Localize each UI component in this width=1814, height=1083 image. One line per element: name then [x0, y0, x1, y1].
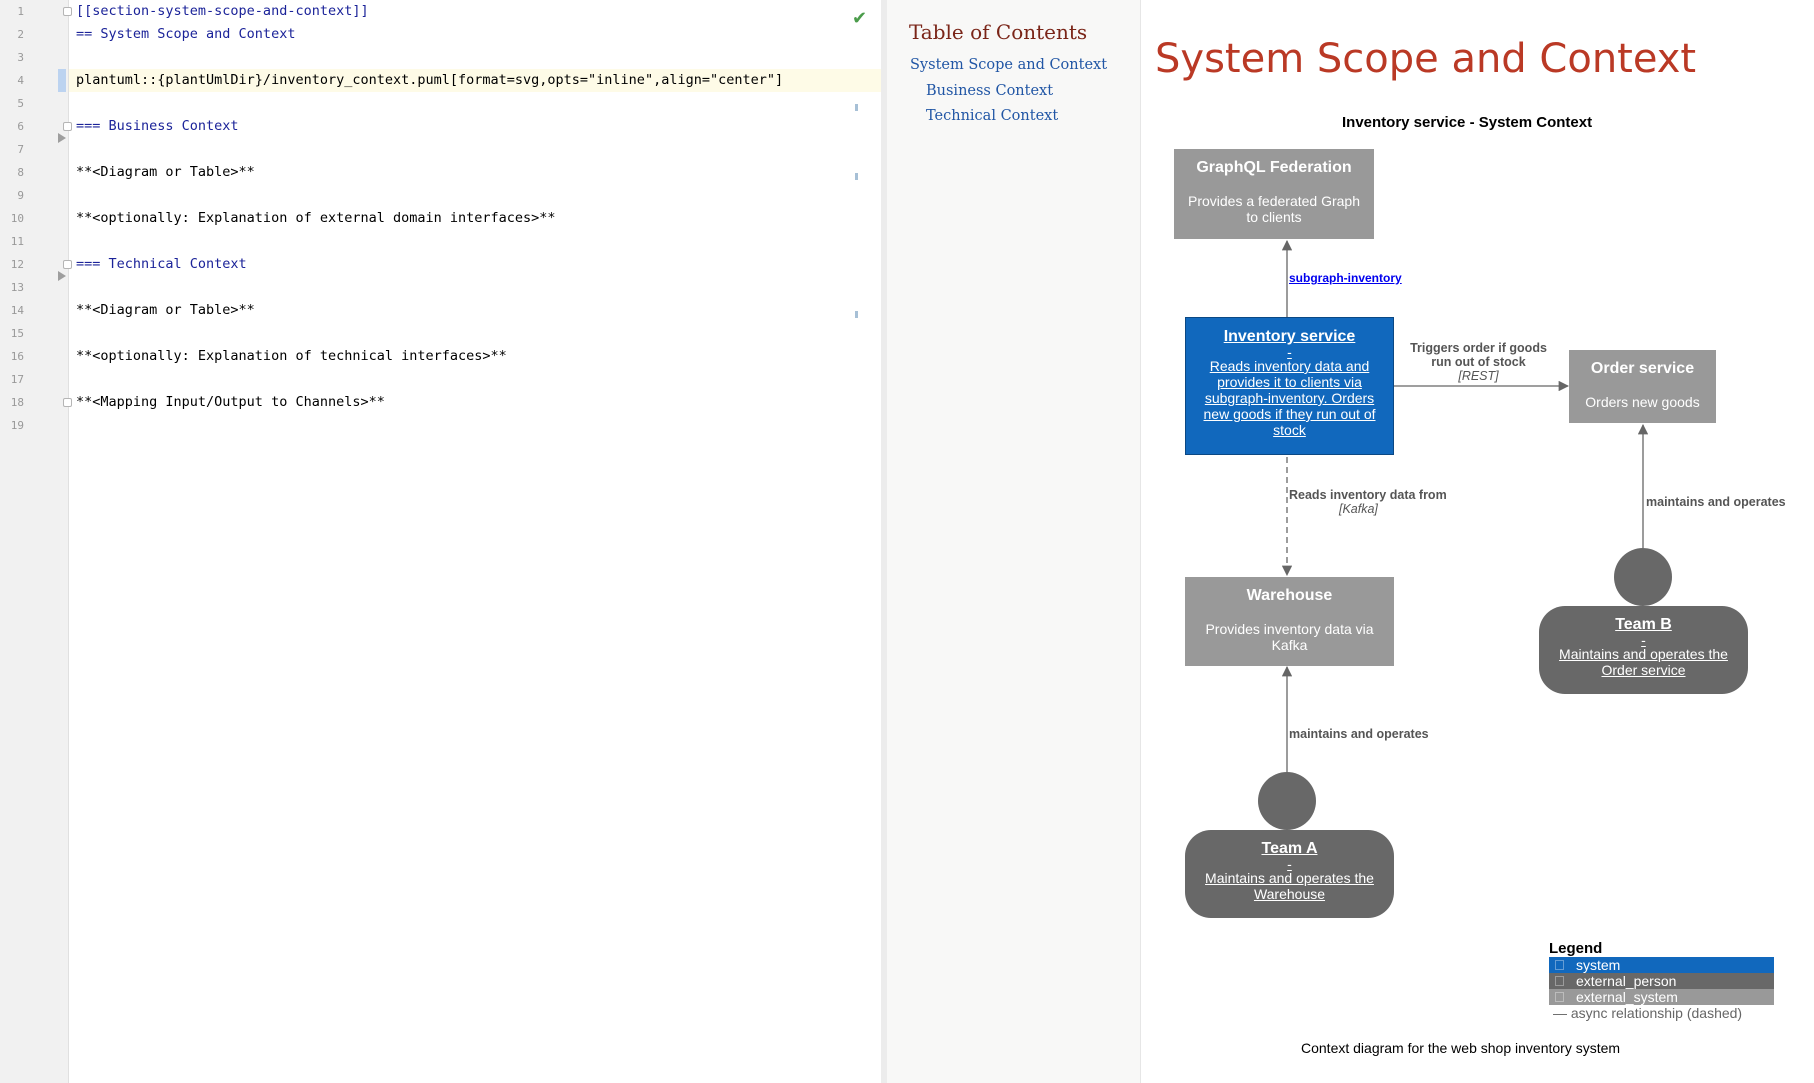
code-line[interactable]: plantuml::{plantUmlDir}/inventory_contex…: [76, 72, 784, 88]
inventory-sep: -: [1287, 344, 1292, 360]
person-head-icon: [1614, 548, 1672, 606]
person-head-icon: [1258, 772, 1316, 830]
rel-order-label: Triggers order if goods run out of stock…: [1406, 341, 1551, 383]
scroll-mark: [855, 311, 858, 318]
code-line[interactable]: === Technical Context: [76, 256, 247, 272]
team-a-title: Team A: [1261, 840, 1318, 857]
fold-arrow-icon[interactable]: [58, 271, 66, 281]
rel-teamb-label: maintains and operates: [1646, 495, 1786, 509]
line-number: 15: [10, 327, 24, 340]
line-number: 1: [17, 5, 24, 18]
line-number: 11: [10, 235, 24, 248]
diagram-caption: Context diagram for the web shop invento…: [1301, 1040, 1621, 1056]
code-line[interactable]: === Business Context: [76, 118, 239, 134]
line-number: 4: [17, 74, 24, 87]
team-a-box: Team A - Maintains and operates the Ware…: [1185, 830, 1394, 918]
fold-toggle-icon[interactable]: [63, 260, 72, 269]
line-number: 9: [17, 189, 24, 202]
code-line[interactable]: **<optionally: Explanation of external d…: [76, 210, 556, 226]
scroll-mark: [855, 173, 858, 180]
code-line[interactable]: **<Diagram or Table>**: [76, 302, 255, 318]
inventory-title: Inventory service: [1223, 328, 1356, 345]
diagram-arrows: [1281, 239, 1649, 773]
warehouse-title: Warehouse: [1246, 587, 1333, 604]
rel-teama-label: maintains and operates: [1289, 727, 1429, 741]
warehouse-box: Warehouse Provides inventory data via Ka…: [1185, 577, 1394, 666]
line-number: 18: [10, 396, 24, 409]
team-a-sep: -: [1287, 856, 1292, 872]
order-title: Order service: [1590, 360, 1695, 377]
line-number: 5: [17, 97, 24, 110]
splitter[interactable]: [881, 0, 887, 1083]
team-b-box: Team B - Maintains and operates the Orde…: [1539, 606, 1748, 694]
line-number: 17: [10, 373, 24, 386]
code-line[interactable]: **<Mapping Input/Output to Channels>**: [76, 394, 385, 410]
graphql-desc: Provides a federated Graph to clients: [1188, 193, 1360, 225]
code-line[interactable]: **<optionally: Explanation of technical …: [76, 348, 507, 364]
legend-external-person: external_person: [1549, 973, 1774, 989]
diagram-title: Inventory service - System Context: [1342, 114, 1593, 131]
inventory-service-box: Inventory service - Reads inventory data…: [1185, 317, 1394, 455]
toc-link-system-scope[interactable]: System Scope and Context: [910, 57, 1108, 73]
fold-toggle-icon[interactable]: [63, 398, 72, 407]
scroll-mark: [855, 104, 858, 111]
line-number: 7: [17, 143, 24, 156]
toc-title: Table of Contents: [909, 20, 1088, 44]
line-number: 10: [10, 212, 24, 225]
rel-kafka-tech: [Kafka]: [1339, 502, 1378, 516]
current-line-highlight: [69, 69, 881, 92]
team-b-desc: Maintains and operates the Order service: [1559, 646, 1728, 678]
fold-arrow-icon[interactable]: [58, 133, 66, 143]
legend-system: system: [1549, 957, 1774, 973]
legend-async: — async relationship (dashed): [1553, 1005, 1743, 1021]
line-number: 2: [17, 28, 24, 41]
page-title: System Scope and Context: [1155, 36, 1697, 82]
caret-marker: [58, 69, 66, 92]
rel-order-tech: [REST]: [1458, 369, 1499, 383]
graphql-federation-box: GraphQL Federation Provides a federated …: [1174, 149, 1374, 239]
subgraph-inventory-link[interactable]: subgraph-inventory: [1289, 271, 1402, 285]
line-number: 3: [17, 51, 24, 64]
line-number: 14: [10, 304, 24, 317]
rel-order-text: Triggers order if goods run out of stock: [1410, 341, 1547, 369]
line-number: 6: [17, 120, 24, 133]
legend-external-system: external_system: [1549, 989, 1774, 1005]
line-number: 13: [10, 281, 24, 294]
rel-kafka-text: Reads inventory data from: [1289, 488, 1447, 502]
order-service-box: Order service Orders new goods: [1569, 350, 1716, 423]
code-line[interactable]: [[section-system-scope-and-context]]: [76, 3, 369, 19]
team-b-sep: -: [1641, 632, 1646, 648]
context-diagram: Inventory service - System Context Graph…: [1141, 0, 1814, 1083]
line-number: 12: [10, 258, 24, 271]
rel-kafka-label: Reads inventory data from [Kafka]: [1289, 488, 1459, 516]
inventory-desc: Reads inventory data and provides it to …: [1203, 358, 1376, 438]
fold-toggle-icon[interactable]: [63, 7, 72, 16]
preview-pane: System Scope and Context Inventory servi…: [1141, 0, 1814, 1083]
line-number: 19: [10, 419, 24, 432]
team-a-desc: Maintains and operates the Warehouse: [1205, 870, 1374, 902]
toc-link-business-context[interactable]: Business Context: [926, 83, 1054, 99]
warehouse-desc: Provides inventory data via Kafka: [1205, 621, 1374, 653]
team-b-title: Team B: [1615, 616, 1672, 633]
table-of-contents: Table of Contents System Scope and Conte…: [887, 0, 1141, 1083]
line-number: 16: [10, 350, 24, 363]
graphql-title: GraphQL Federation: [1196, 159, 1352, 176]
toc-link-technical-context[interactable]: Technical Context: [926, 108, 1059, 124]
code-line[interactable]: **<Diagram or Table>**: [76, 164, 255, 180]
order-desc: Orders new goods: [1585, 394, 1700, 410]
line-number: 8: [17, 166, 24, 179]
legend-title: Legend: [1549, 940, 1603, 957]
fold-toggle-icon[interactable]: [63, 122, 72, 131]
code-line[interactable]: == System Scope and Context: [76, 26, 296, 42]
check-icon: ✔: [852, 8, 868, 29]
diagram-legend: Legend system external_person external_s…: [1549, 940, 1774, 1021]
